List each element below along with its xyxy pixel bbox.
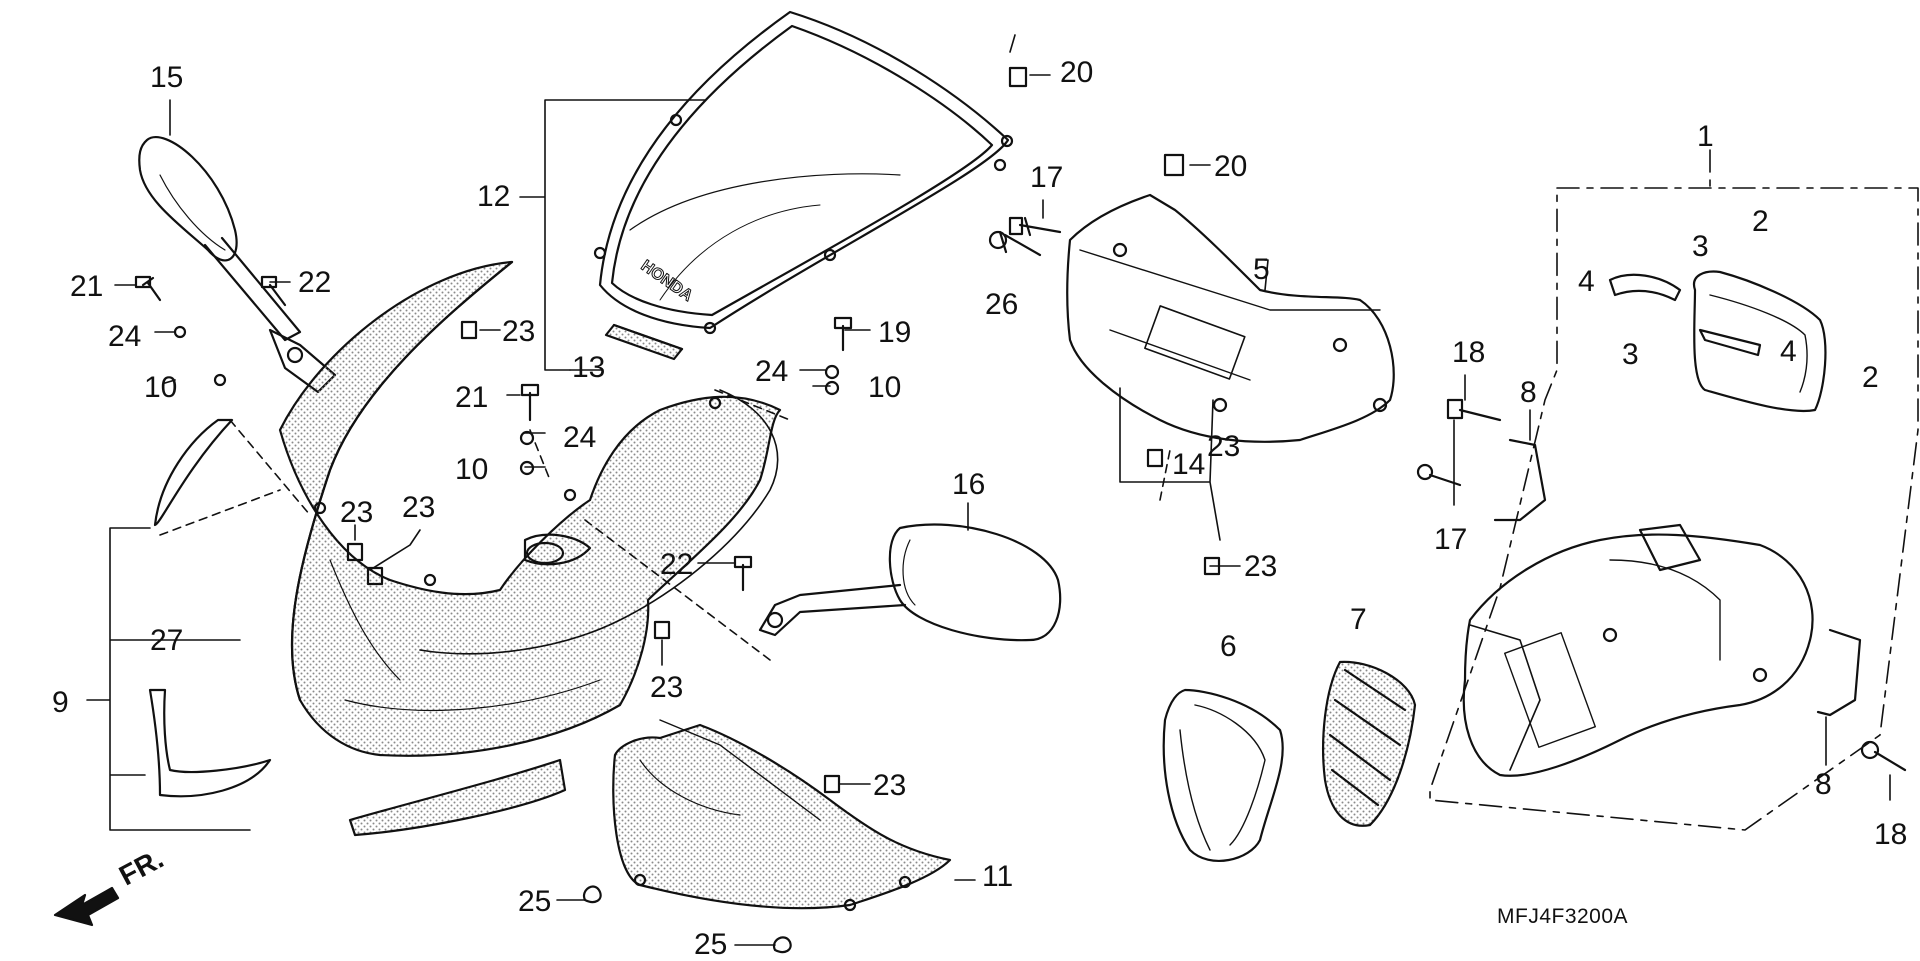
cowl-side-part [148,418,567,837]
callout-8: 8 [1520,376,1537,409]
callout-7: 7 [1350,603,1367,636]
callout-18: 18 [1452,336,1486,369]
right-mirror-part [758,523,1062,642]
callout-4: 4 [1578,265,1595,298]
diagram-code: MFJ4F3200A [1497,905,1629,928]
callout-22: 22 [298,266,332,299]
callout-14: 14 [1172,448,1206,481]
callout-6: 6 [1220,630,1237,663]
leader-lines [86,34,1919,946]
callout-27: 27 [150,624,184,657]
windscreen-part: HONDA [593,10,1014,335]
callout-17: 17 [1030,161,1064,194]
callout-3: 3 [1692,230,1709,263]
callout-24: 24 [563,421,597,454]
callout-23: 23 [650,671,684,704]
svg-text:HONDA: HONDA [638,257,696,305]
callout-18: 18 [1874,818,1908,851]
callout-4: 4 [1780,335,1797,368]
seal-strip-part [604,323,684,361]
callout-10: 10 [868,371,902,404]
air-duct-part [1462,523,1814,777]
callout-2: 2 [1752,205,1769,238]
inner-lower-panel-part [612,719,952,912]
callout-16: 16 [952,468,986,501]
callout-23: 23 [1207,430,1241,463]
callout-12: 12 [477,180,511,213]
callout-17: 17 [1434,523,1468,556]
callout-20: 20 [1060,56,1094,89]
callout-23: 23 [873,769,907,802]
callout-1: 1 [1697,120,1714,153]
callout-10: 10 [144,371,178,404]
callout-2: 2 [1862,361,1879,394]
front-stay-part [1066,193,1395,443]
callout-24: 24 [108,320,142,353]
stay-bracket-part [1493,438,1862,717]
upper-cowl-part [278,260,782,757]
callout-9: 9 [52,686,69,719]
left-mirror-part [138,136,337,394]
callout-23: 23 [340,496,374,529]
callout-21: 21 [455,381,489,414]
callout-22: 22 [660,548,694,581]
callout-26: 26 [985,288,1019,321]
callout-23: 23 [502,315,536,348]
callout-23: 23 [1244,550,1278,583]
mesh-screen-part [1322,660,1417,827]
callout-10: 10 [455,453,489,486]
callout-21: 21 [70,270,104,303]
callout-13: 13 [572,351,606,384]
front-arrow-icon [53,886,120,927]
fastener-parts [134,66,1907,954]
callout-24: 24 [755,355,789,388]
callout-25: 25 [518,885,552,918]
seal-rubber-part [1608,270,1827,412]
callout-23: 23 [402,491,436,524]
duct-guide-part [1162,688,1284,862]
callout-11: 11 [982,860,1014,893]
callout-25: 25 [694,928,728,961]
callout-15: 15 [150,61,184,94]
callout-3: 3 [1622,338,1639,371]
callout-5: 5 [1253,253,1270,286]
callout-20: 20 [1214,150,1248,183]
callout-19: 19 [878,316,912,349]
callout-8: 8 [1815,768,1832,801]
